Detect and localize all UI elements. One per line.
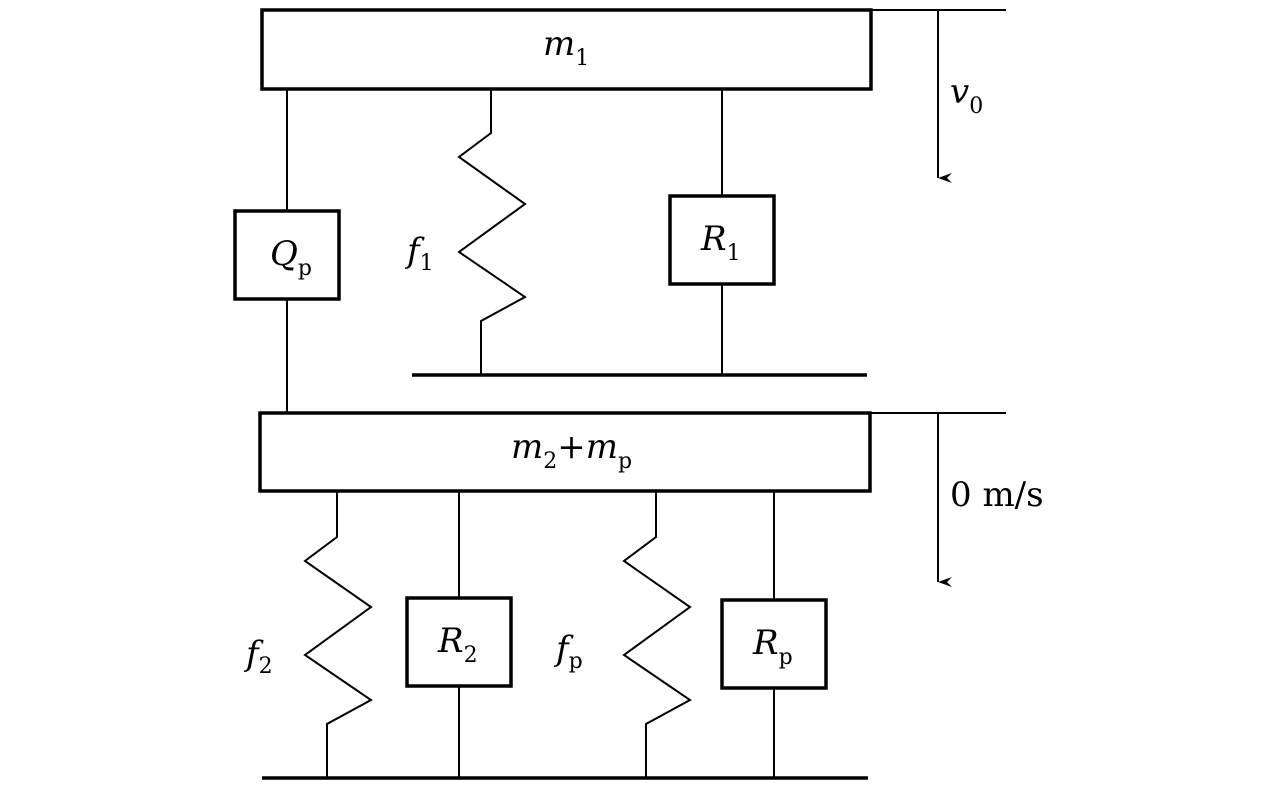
spring-f1: [457, 89, 527, 375]
r1-element-box: [668, 194, 776, 286]
velocity-v0-label: v0: [950, 72, 983, 119]
spring-f2: [303, 491, 373, 778]
velocity-zero-label: 0 m/s: [950, 475, 1044, 515]
mass-m2-mp-block: [258, 411, 872, 493]
qp-element-box: [233, 209, 341, 301]
rp-label: Rp: [752, 623, 793, 670]
mass-m1-label: m1: [543, 24, 589, 71]
spring-f2-label: f2: [243, 634, 273, 679]
mass-m2-mp-label: m2+mp: [511, 427, 632, 474]
qp-label: Qp: [270, 234, 312, 281]
r2-element-box: [405, 596, 513, 688]
spring-fp-label: fp: [553, 629, 583, 674]
r2-label: R2: [437, 621, 478, 668]
r1-label: R1: [700, 219, 741, 266]
rp-element-box: [720, 598, 828, 690]
spring-fp: [622, 491, 692, 778]
spring-f1-label: f1: [404, 231, 434, 276]
mass-m1-block: [260, 8, 873, 91]
